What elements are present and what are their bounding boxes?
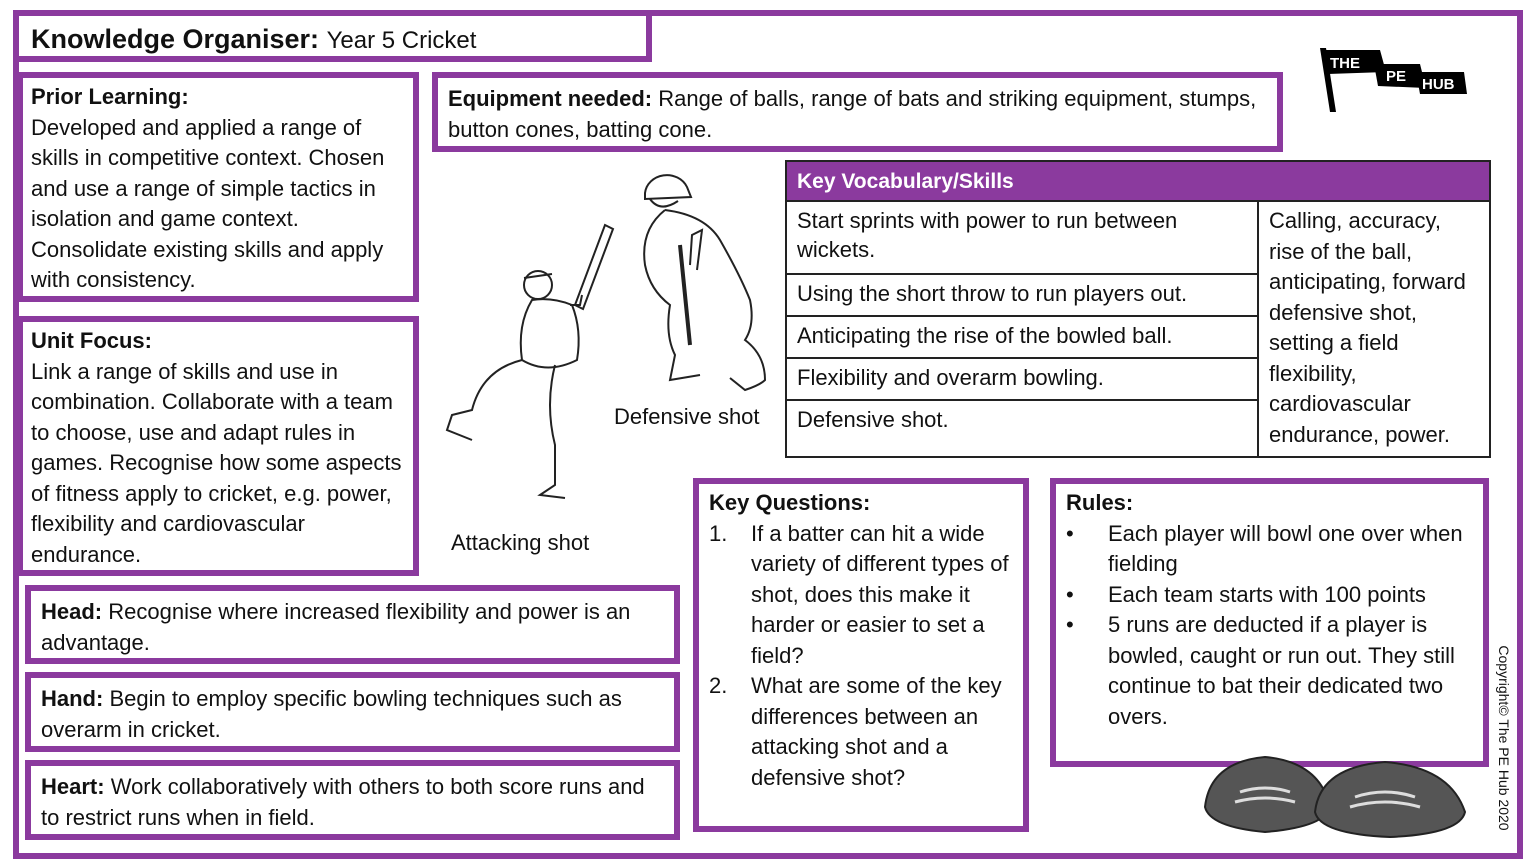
- unit-heading: Unit Focus:: [31, 328, 152, 353]
- defensive-shot-illustration: [620, 165, 780, 400]
- attacking-shot-caption: Attacking shot: [451, 530, 590, 555]
- title-label: Knowledge Organiser:: [31, 24, 320, 54]
- logo-pe: PE: [1386, 68, 1406, 85]
- unit-text: Link a range of skills and use in combin…: [31, 358, 402, 567]
- key-vocabulary-table: Key Vocabulary/Skills Start sprints with…: [785, 160, 1491, 458]
- hand-text: Begin to employ specific bowling techniq…: [41, 686, 622, 742]
- rule-item: • Each team starts with 100 points: [1066, 580, 1473, 611]
- rule-item: • Each player will bowl one over when fie…: [1066, 519, 1473, 580]
- vocab-skill: Anticipating the rise of the bowled ball…: [785, 314, 1259, 359]
- vocab-skill: Start sprints with power to run between …: [785, 200, 1259, 275]
- logo-hub: HUB: [1422, 76, 1455, 93]
- logo-the: THE: [1330, 55, 1360, 72]
- heart-text: Work collaboratively with others to both…: [41, 774, 645, 830]
- bullet: •: [1066, 520, 1074, 546]
- button-cones-illustration: [1200, 752, 1470, 849]
- rule-text: Each player will bowl one over when fiel…: [1108, 520, 1463, 577]
- heart-heading: Heart:: [41, 774, 105, 799]
- defensive-shot-caption: Defensive shot: [614, 404, 760, 429]
- copyright-text: Copyright© The PE Hub 2020: [1496, 645, 1512, 831]
- bullet: •: [1066, 612, 1074, 637]
- prior-text: Developed and applied a range of skills …: [31, 114, 385, 293]
- rule-text: 5 runs are deducted if a player is bowle…: [1108, 612, 1455, 729]
- questions-heading: Key Questions:: [709, 490, 871, 515]
- bullet: •: [1066, 581, 1074, 607]
- vocab-skill: Flexibility and overarm bowling.: [785, 356, 1259, 402]
- prior-learning-box: Prior Learning: Developed and applied a …: [17, 72, 419, 302]
- heart-box: Heart: Work collaboratively with others …: [25, 760, 680, 840]
- question-number: 2.: [709, 673, 728, 698]
- prior-heading: Prior Learning:: [31, 84, 189, 109]
- equipment-heading: Equipment needed:: [448, 86, 653, 111]
- vocab-words: Calling, accuracy, rise of the ball, ant…: [1257, 200, 1491, 458]
- head-text: Recognise where increased flexibility an…: [41, 599, 631, 655]
- head-heading: Head:: [41, 599, 103, 624]
- vocab-skill: Using the short throw to run players out…: [785, 273, 1259, 317]
- title-box: Knowledge Organiser: Year 5 Cricket: [13, 10, 652, 62]
- rule-item: • 5 runs are deducted if a player is bowl…: [1066, 610, 1473, 732]
- head-box: Head: Recognise where increased flexibil…: [25, 585, 680, 664]
- key-questions-box: Key Questions: 1. If a batter can hit a w…: [693, 478, 1029, 832]
- hand-heading: Hand:: [41, 686, 104, 711]
- equipment-box: Equipment needed: Range of balls, range …: [432, 72, 1283, 152]
- question-number: 1.: [709, 520, 728, 546]
- page-border: [13, 10, 1523, 859]
- title-subject: Year 5 Cricket: [326, 27, 477, 54]
- question-text: If a batter can hit a wide variety of di…: [751, 520, 1009, 668]
- attacking-shot-illustration: [440, 220, 620, 510]
- hand-box: Hand: Begin to employ specific bowling t…: [25, 672, 680, 752]
- question-item: 1. If a batter can hit a wide variety of …: [709, 519, 1013, 672]
- question-text: What are some of the key differences bet…: [751, 673, 1002, 790]
- vocab-heading: Key Vocabulary/Skills: [785, 160, 1491, 202]
- rules-box: Rules: • Each player will bowl one over w…: [1050, 478, 1489, 767]
- unit-focus-box: Unit Focus: Link a range of skills and u…: [17, 316, 419, 576]
- rules-heading: Rules:: [1066, 490, 1134, 515]
- equipment-text: Range of balls, range of bats and striki…: [448, 86, 1257, 142]
- rule-text: Each team starts with 100 points: [1108, 581, 1426, 607]
- pe-hub-logo: THE PE HUB: [1316, 46, 1471, 114]
- question-item: 2. What are some of the key differences b…: [709, 671, 1013, 793]
- vocab-skill: Defensive shot.: [785, 399, 1259, 458]
